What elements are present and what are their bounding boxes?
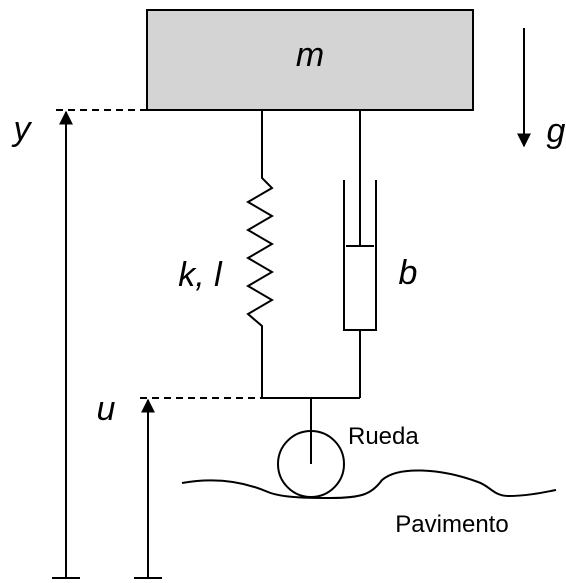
wheel-label: Rueda — [348, 423, 419, 450]
mass-block — [146, 9, 474, 111]
gravity-label: g — [547, 112, 566, 150]
spring — [246, 110, 274, 398]
spring-label: k, l — [178, 256, 223, 294]
u-label: u — [97, 390, 116, 428]
road-surface-label: Pavimento — [395, 511, 508, 538]
damper-label: b — [399, 254, 418, 292]
road-surface — [181, 469, 557, 500]
mass-label: m — [296, 36, 324, 74]
y-label: y — [12, 110, 33, 148]
